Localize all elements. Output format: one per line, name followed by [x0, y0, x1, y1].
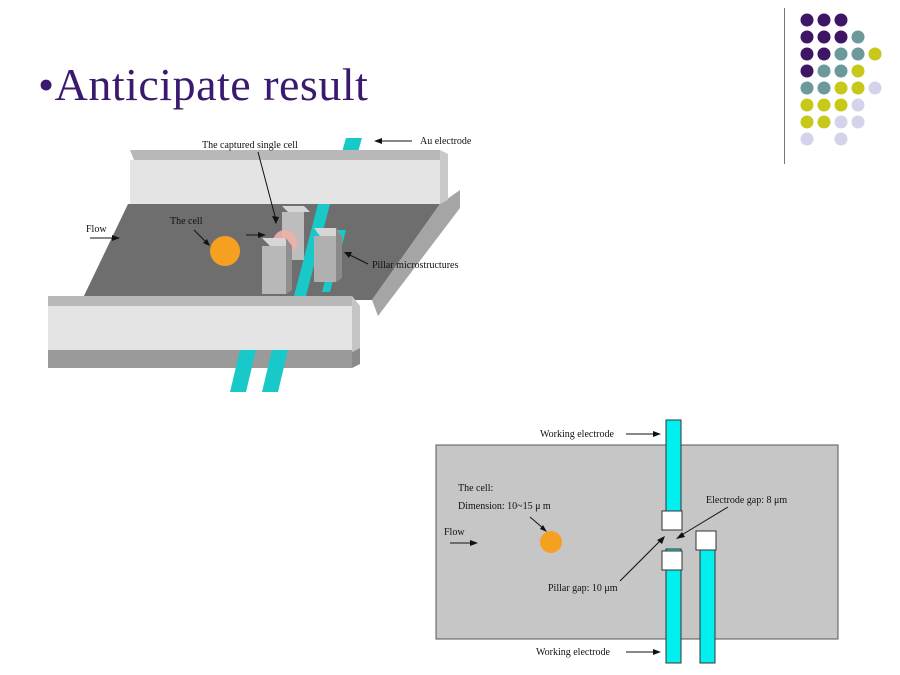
figure-3d-channel: The captured single cell Au electrode Fl… — [48, 136, 472, 392]
decor-dot — [800, 115, 814, 129]
label-pillar-gap: Pillar gap: 10 μm — [548, 583, 618, 594]
decor-dot — [834, 98, 848, 112]
pillar-bottom — [661, 550, 683, 571]
arrowhead-the-cell — [203, 239, 210, 246]
decor-dot — [800, 64, 814, 78]
arrowhead-pillars — [344, 252, 352, 258]
free-cell — [210, 236, 240, 266]
front-wall-top — [48, 296, 360, 306]
back-wall-top — [130, 150, 444, 160]
back-wall-front — [130, 160, 440, 204]
label-cell-title: The cell: — [458, 483, 493, 494]
decorative-vertical-rule — [784, 8, 785, 164]
figure-top-view: Working electrode The cell: Dimension: 1… — [435, 419, 839, 664]
decor-dot — [868, 81, 882, 95]
decor-dot — [834, 115, 848, 129]
decor-dot — [834, 13, 848, 27]
decor-dot — [800, 98, 814, 112]
front-electrode-right — [262, 350, 288, 392]
pillar-back-top — [282, 206, 310, 212]
working-electrode-bottom — [665, 548, 682, 664]
decor-dot — [800, 13, 814, 27]
decor-dot — [800, 47, 814, 61]
decorative-dot-grid — [800, 13, 882, 146]
arrow-captured-cell — [257, 151, 277, 221]
arrowhead-into-trap — [258, 232, 266, 238]
decor-dot — [851, 98, 865, 112]
pillar-right-side — [336, 228, 342, 282]
pillar-top — [661, 510, 683, 531]
channel-floor — [82, 204, 440, 300]
decor-dot — [851, 30, 865, 44]
arrowhead-captured-cell — [272, 216, 279, 224]
label-pillars: Pillar microstructures — [372, 260, 458, 271]
decor-dot — [851, 47, 865, 61]
pillar-right-top — [314, 228, 342, 236]
label-working-electrode-bottom: Working electrode — [536, 647, 610, 658]
front-wall-bottom-side — [352, 348, 360, 368]
pillar-front-side — [286, 238, 292, 294]
decor-dot — [851, 64, 865, 78]
decor-dot — [800, 81, 814, 95]
arrowhead-working-electrode-top — [653, 431, 661, 437]
front-wall-front — [48, 306, 352, 350]
pillar-right — [314, 236, 336, 282]
decor-dot — [834, 47, 848, 61]
decor-dot — [868, 47, 882, 61]
working-electrode-top — [665, 419, 682, 513]
pillar-front-top — [262, 238, 292, 246]
arrowhead-flow — [470, 540, 478, 546]
arrow-pillars — [347, 253, 369, 265]
floor-electrode-left — [294, 204, 330, 296]
arrow-electrode-gap — [679, 506, 729, 537]
arrowhead-cell — [540, 525, 547, 532]
decor-dot — [851, 81, 865, 95]
decor-dot — [817, 115, 831, 129]
back-au-electrode — [342, 138, 362, 152]
label-working-electrode-top: Working electrode — [540, 429, 614, 440]
back-wall-side — [440, 150, 448, 204]
decor-dot — [834, 81, 848, 95]
decor-dot — [817, 98, 831, 112]
decor-dot — [834, 64, 848, 78]
decor-dot — [817, 13, 831, 27]
decor-dot — [817, 64, 831, 78]
front-wall-side — [352, 296, 360, 352]
front-electrode-left — [230, 350, 256, 392]
second-electrode — [699, 547, 716, 664]
cell — [540, 531, 562, 553]
channel-panel — [435, 444, 839, 640]
pillar-front — [262, 246, 286, 294]
arrowhead-pillar-gap — [657, 536, 665, 544]
decor-dot — [834, 30, 848, 44]
decor-dot — [817, 30, 831, 44]
channel-floor-side — [372, 190, 460, 316]
decor-dot — [851, 115, 865, 129]
decor-dot — [834, 132, 848, 146]
decor-dot — [800, 30, 814, 44]
arrowhead-electrode-gap — [676, 532, 685, 539]
second-pillar — [695, 530, 717, 551]
arrowhead-working-electrode-bottom — [653, 649, 661, 655]
label-the-cell: The cell — [170, 216, 203, 227]
arrowhead-flow — [112, 235, 120, 241]
label-captured-cell: The captured single cell — [202, 140, 298, 151]
label-au-electrode: Au electrode — [420, 136, 472, 147]
arrowhead-au-electrode — [374, 138, 382, 144]
label-flow: Flow — [444, 527, 465, 538]
slide-title: •Anticipate result — [38, 59, 369, 110]
front-wall-bottom — [48, 350, 352, 368]
decor-dot — [817, 47, 831, 61]
decor-dot — [800, 132, 814, 146]
decor-dot — [817, 81, 831, 95]
label-cell-dimension: Dimension: 10~15 μ m — [458, 501, 551, 512]
arrow-pillar-gap — [619, 538, 663, 582]
label-electrode-gap: Electrode gap: 8 μm — [706, 495, 787, 506]
label-flow: Flow — [86, 224, 107, 235]
